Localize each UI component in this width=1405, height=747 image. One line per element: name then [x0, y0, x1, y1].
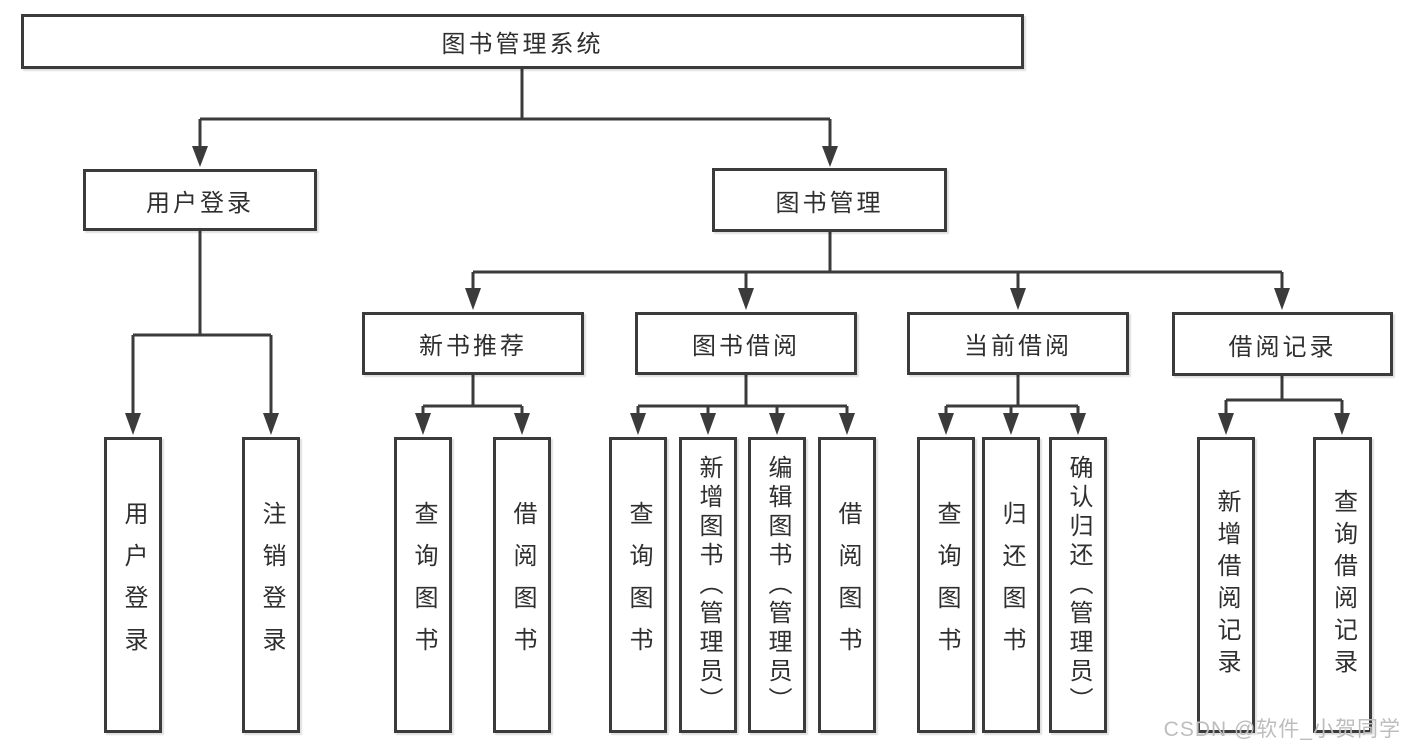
leaf-borrow-book: 借阅图书 — [818, 437, 876, 733]
watermark: CSDN @软件_小贺同学 — [1163, 718, 1401, 741]
connector-records-branch — [1224, 375, 1344, 414]
connector-new-rec-branch — [421, 375, 524, 417]
connector-root-to-level2 — [198, 69, 832, 150]
connector-book-mgmt-branch — [471, 232, 1284, 292]
leaf-logout: 注销登录 — [242, 437, 300, 733]
node-book-borrow: 图书借阅 — [635, 312, 857, 375]
connector-book-borrow-branch — [636, 375, 849, 417]
connector-lines — [131, 69, 1344, 418]
node-book-management: 图书管理 — [712, 168, 947, 232]
node-new-book-recommend: 新书推荐 — [362, 312, 584, 375]
leaf-query-book-borrow: 查询图书 — [609, 437, 667, 733]
leaf-query-borrow-record: 查询借阅记录 — [1313, 437, 1372, 733]
node-root: 图书管理系统 — [21, 14, 1024, 69]
connector-current-borrow-branch — [944, 375, 1080, 417]
leaf-edit-book-admin: 编辑图书（管理员） — [748, 437, 806, 733]
leaf-confirm-return-admin: 确认归还（管理员） — [1049, 437, 1107, 733]
leaf-query-book-recommend: 查询图书 — [394, 437, 452, 733]
node-borrow-records: 借阅记录 — [1172, 312, 1393, 376]
leaf-borrow-book-recommend: 借阅图书 — [493, 437, 551, 733]
arrowheads — [125, 146, 1350, 435]
leaf-add-borrow-record: 新增借阅记录 — [1197, 437, 1255, 733]
connector-user-login-branch — [131, 231, 273, 418]
leaf-return-book: 归还图书 — [982, 437, 1040, 733]
leaf-user-login: 用户登录 — [104, 437, 162, 733]
node-current-borrow: 当前借阅 — [907, 312, 1129, 375]
leaf-query-book-current: 查询图书 — [917, 437, 975, 733]
node-user-login: 用户登录 — [83, 169, 317, 231]
leaf-add-book-admin: 新增图书（管理员） — [679, 437, 737, 733]
